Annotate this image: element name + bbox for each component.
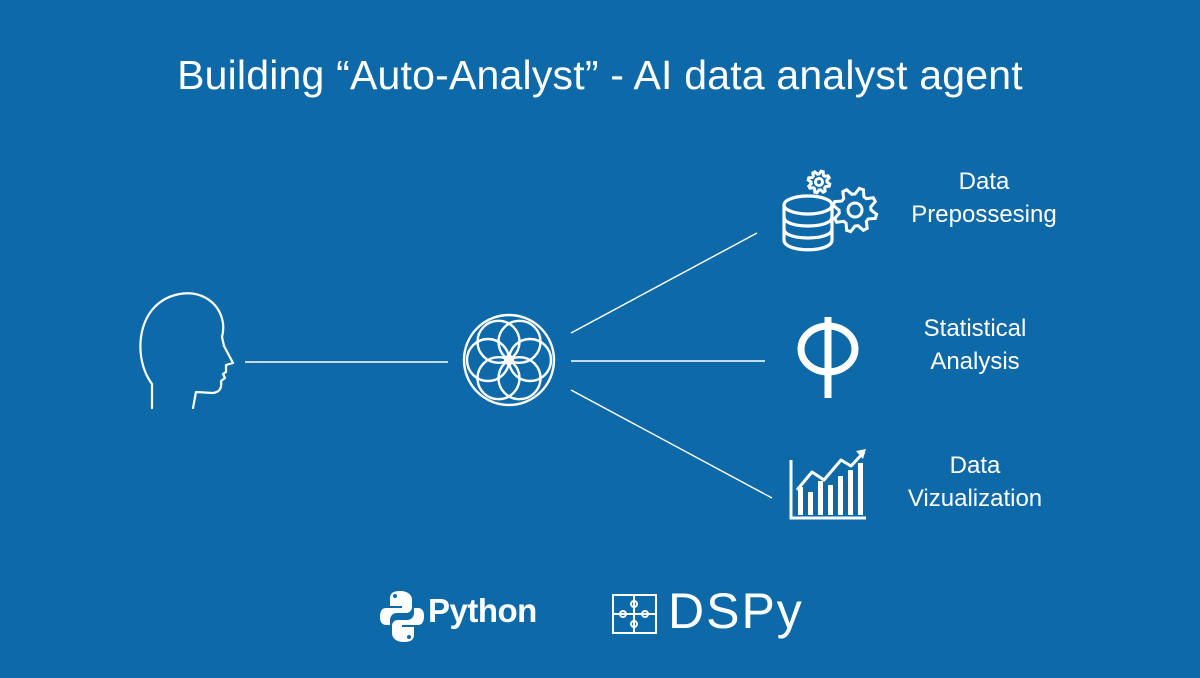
gear-hole <box>814 177 824 187</box>
gear-hole <box>846 201 864 219</box>
dspy-logo-text: DSPy <box>668 583 804 639</box>
puzzle-pieces-icon <box>612 594 657 634</box>
phi-icon <box>797 317 859 398</box>
tool-label-statistics: Statistical Analysis <box>890 312 1060 378</box>
gear-icon <box>806 169 832 195</box>
connector-agent-preprocessing <box>570 232 758 334</box>
flower-petal <box>476 319 521 365</box>
bar-chart-trend-icon <box>789 449 866 520</box>
gear-icon <box>831 186 879 234</box>
page-title: Building “Auto-Analyst” - AI data analys… <box>177 52 1023 98</box>
tool-label-line1: Data <box>949 452 1001 479</box>
database-gears-icon <box>782 169 879 252</box>
human-head-icon <box>139 292 235 410</box>
flower-center <box>503 354 515 366</box>
flower-of-life-icon <box>462 313 556 407</box>
tool-label-line2: Prepossesing <box>911 201 1057 228</box>
tool-label-preprocessing: Data Prepossesing <box>890 165 1078 231</box>
flower-petal <box>497 319 542 365</box>
connector-agent-visualization <box>570 389 773 499</box>
python-logo-text: Python <box>428 592 537 629</box>
tool-label-line2: Vizualization <box>907 485 1043 512</box>
tool-label-visualization: Data Vizualization <box>890 449 1060 515</box>
tool-label-line2: Analysis <box>930 348 1020 375</box>
tool-label-line1: Data <box>958 168 1010 195</box>
tool-label-line1: Statistical <box>923 315 1027 342</box>
python-logo-icon <box>380 591 424 642</box>
